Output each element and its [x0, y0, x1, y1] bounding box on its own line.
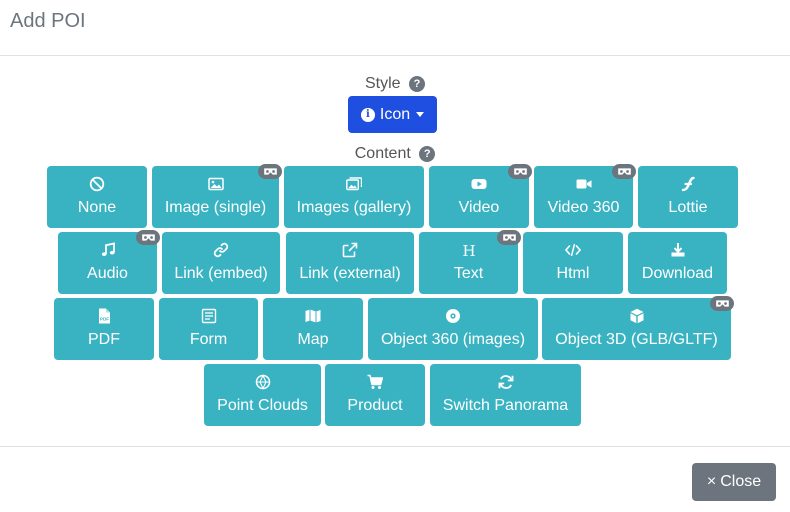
- vr-headset-icon: [710, 296, 734, 311]
- poi-button-label: Download: [641, 265, 714, 282]
- poi-button-label: Text: [453, 265, 484, 282]
- poi-button-label: Map: [297, 331, 329, 348]
- images-icon: [284, 175, 424, 193]
- poi-button-label: Link (external): [299, 265, 401, 282]
- poi-button-label: Video: [458, 199, 500, 216]
- poi-button-label: Link (embed): [174, 265, 268, 282]
- modal-header: Add POI: [0, 0, 790, 56]
- link-icon: [162, 241, 280, 259]
- heading-icon: H: [419, 241, 518, 259]
- ban-icon: [47, 175, 147, 193]
- poi-button-video[interactable]: Video: [429, 164, 532, 228]
- poi-button-label: Object 3D (GLB/GLTF): [555, 331, 718, 348]
- close-label: Close: [720, 473, 762, 490]
- svg-text:H: H: [462, 242, 475, 258]
- image-icon: [152, 175, 279, 193]
- poi-button-label: Point Clouds: [217, 397, 308, 414]
- shopping-cart-icon: [325, 373, 425, 391]
- poi-button-object-3d-glb-gltf[interactable]: Object 3D (GLB/GLTF): [542, 296, 734, 360]
- video-camera-icon: [534, 175, 633, 193]
- caret-down-icon: [416, 112, 425, 117]
- help-icon[interactable]: ?: [419, 146, 436, 162]
- poi-button-download[interactable]: Download: [628, 232, 727, 294]
- poi-button-link-external[interactable]: Link (external): [286, 232, 414, 294]
- poi-button-video-360[interactable]: Video 360: [534, 164, 636, 228]
- style-label: Style: [364, 75, 401, 92]
- vr-headset-icon: [497, 230, 521, 245]
- poi-button-label: PDF: [88, 331, 120, 348]
- lottie-icon: [638, 175, 738, 193]
- modal-title: Add POI: [10, 10, 86, 32]
- help-icon[interactable]: ?: [409, 76, 426, 92]
- code-icon: [523, 241, 623, 259]
- pdf-file-icon: PDF: [54, 307, 154, 325]
- vr-headset-icon: [258, 164, 282, 179]
- download-icon: [628, 241, 727, 259]
- cube-icon: [542, 307, 731, 325]
- poi-button-label: Html: [556, 265, 590, 282]
- poi-button-label: Image (single): [164, 199, 267, 216]
- poi-button-audio[interactable]: Audio: [58, 230, 160, 294]
- poi-button-label: Audio: [87, 265, 128, 282]
- footer-divider: [0, 446, 790, 447]
- point-cloud-icon: [204, 373, 321, 391]
- svg-text:PDF: PDF: [100, 317, 109, 322]
- close-icon: ×: [706, 473, 717, 490]
- poi-button-label: None: [77, 199, 117, 216]
- poi-button-object-360-images[interactable]: Object 360 (images): [368, 298, 538, 360]
- poi-button-form[interactable]: Form: [159, 298, 258, 360]
- poi-button-lottie[interactable]: Lottie: [638, 166, 738, 228]
- sync-icon: [430, 373, 581, 391]
- style-label-row: Style ?: [0, 75, 790, 93]
- close-button[interactable]: × Close: [692, 463, 776, 501]
- youtube-icon: [429, 175, 529, 193]
- poi-button-label: Images (gallery): [296, 199, 412, 216]
- poi-button-label: Form: [189, 331, 228, 348]
- content-label-row: Content ?: [0, 145, 790, 163]
- poi-button-text[interactable]: H Text: [419, 230, 521, 294]
- vr-headset-icon: [612, 164, 636, 179]
- poi-button-label: Object 360 (images): [380, 331, 526, 348]
- vr-headset-icon: [136, 230, 160, 245]
- poi-button-label: Switch Panorama: [442, 397, 569, 414]
- poi-button-label: Product: [347, 397, 403, 414]
- info-icon: i: [360, 107, 375, 122]
- poi-button-images-gallery[interactable]: Images (gallery): [284, 166, 424, 228]
- music-icon: [58, 241, 157, 259]
- vr-headset-icon: [508, 164, 532, 179]
- poi-button-pdf[interactable]: PDF PDF: [54, 298, 154, 360]
- poi-button-image-single[interactable]: Image (single): [152, 164, 282, 228]
- poi-button-label: Video 360: [547, 199, 620, 216]
- poi-button-label: Lottie: [668, 199, 708, 216]
- form-icon: [159, 307, 258, 325]
- style-selected-value: Icon: [379, 105, 411, 123]
- map-icon: [263, 307, 363, 325]
- content-label: Content: [354, 145, 411, 162]
- style-dropdown-button[interactable]: i Icon: [348, 96, 437, 133]
- poi-button-none[interactable]: None: [47, 166, 147, 228]
- poi-button-map[interactable]: Map: [263, 298, 363, 360]
- compact-disc-icon: [368, 307, 538, 325]
- poi-button-product[interactable]: Product: [325, 364, 425, 426]
- poi-button-link-embed[interactable]: Link (embed): [162, 232, 280, 294]
- poi-button-html[interactable]: Html: [523, 232, 623, 294]
- poi-button-point-clouds[interactable]: Point Clouds: [204, 364, 321, 426]
- poi-button-switch-panorama[interactable]: Switch Panorama: [430, 364, 581, 426]
- external-link-icon: [286, 241, 414, 259]
